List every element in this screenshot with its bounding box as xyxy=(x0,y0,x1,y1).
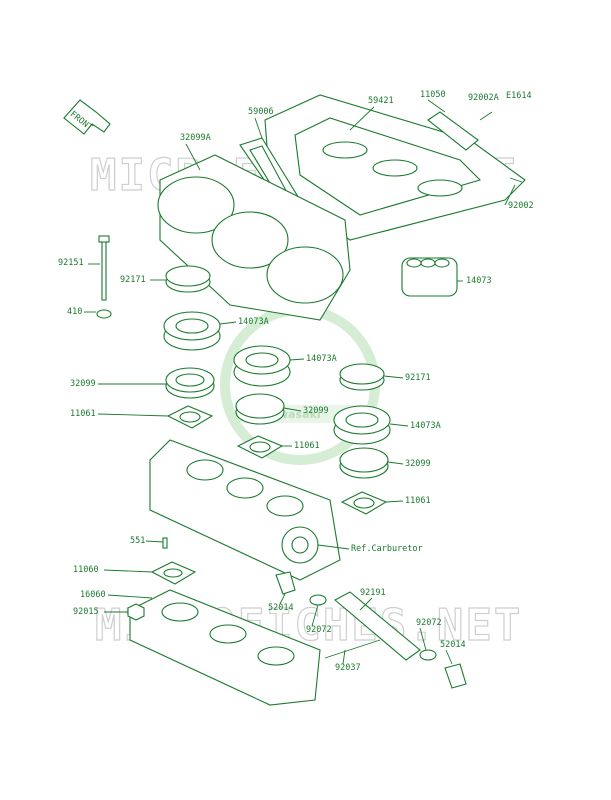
clip-92072-right xyxy=(419,649,437,661)
part-label-16060: 16060 xyxy=(80,590,106,600)
part-label-32099: 32099 xyxy=(70,379,96,389)
holder-14073A-left xyxy=(163,311,221,351)
holder-14073A-middle xyxy=(233,345,291,387)
part-label-52014: 52014 xyxy=(440,640,466,650)
part-label-92151: 92151 xyxy=(58,258,84,268)
intake-manifold xyxy=(129,589,321,706)
washer-410 xyxy=(96,309,112,319)
part-label-92191: 92191 xyxy=(360,588,386,598)
clamp-92171-upper xyxy=(165,265,211,293)
part-label-11061: 11061 xyxy=(70,409,96,419)
figure-code: E1614 xyxy=(506,91,532,101)
part-label-11061: 11061 xyxy=(294,441,320,451)
nut-92015 xyxy=(127,603,145,621)
seal-32099-middle xyxy=(235,393,285,425)
part-label-92002a: 92002A xyxy=(468,93,499,103)
part-label-92072: 92072 xyxy=(416,618,442,628)
hose-92191 xyxy=(334,591,421,661)
part-label-11050: 11050 xyxy=(420,90,446,100)
gasket-11061-right xyxy=(340,491,388,515)
part-label-92171: 92171 xyxy=(120,275,146,285)
fitting-52014-right xyxy=(444,663,467,689)
part-label-32099a: 32099A xyxy=(180,133,211,143)
part-label-59006: 59006 xyxy=(248,107,274,117)
air-box-cover xyxy=(264,94,526,241)
part-label-92015: 92015 xyxy=(73,607,99,617)
part-label-ref-carburetor: Ref.Carburetor xyxy=(351,544,423,554)
clamp-92171-right xyxy=(339,363,385,391)
plate-11050 xyxy=(427,111,479,151)
part-labels: 59006 59421 11050 92002A 32099A 92002 92151 921… xyxy=(58,90,534,673)
gasket-11061-middle xyxy=(236,435,284,459)
part-label-14073a: 14073A xyxy=(410,421,441,431)
part-label-92171: 92171 xyxy=(405,373,431,383)
duct-14073 xyxy=(401,257,458,297)
part-label-14073a: 14073A xyxy=(306,354,337,364)
seal-32099-right xyxy=(339,447,389,479)
seal-32099-left xyxy=(165,367,215,399)
front-direction-arrow: FRONT xyxy=(63,99,111,135)
gasket-11060 xyxy=(150,561,197,585)
part-label-59421: 59421 xyxy=(368,96,394,106)
part-label-14073: 14073 xyxy=(466,276,492,286)
part-label-92072: 92072 xyxy=(306,625,332,635)
pin-551 xyxy=(162,537,168,549)
band-92037 xyxy=(324,639,381,659)
part-label-92002: 92002 xyxy=(508,201,534,211)
part-label-11061: 11061 xyxy=(405,496,431,506)
clip-92072-left xyxy=(309,594,327,606)
bolt-92151 xyxy=(98,235,110,301)
part-label-410: 410 xyxy=(67,307,82,317)
part-label-32099: 32099 xyxy=(303,406,329,416)
part-label-32099: 32099 xyxy=(405,459,431,469)
fitting-52014-left xyxy=(275,571,296,595)
part-label-92037: 92037 xyxy=(335,663,361,673)
holder-14073A-right xyxy=(333,405,391,445)
part-label-551: 551 xyxy=(130,536,145,546)
gasket-11061-left xyxy=(166,405,214,429)
carburetor-assembly xyxy=(149,439,341,581)
leader-lines xyxy=(84,99,516,665)
part-label-11060: 11060 xyxy=(73,565,99,575)
part-label-52014: 52014 xyxy=(268,603,294,613)
part-label-14073a: 14073A xyxy=(238,317,269,327)
